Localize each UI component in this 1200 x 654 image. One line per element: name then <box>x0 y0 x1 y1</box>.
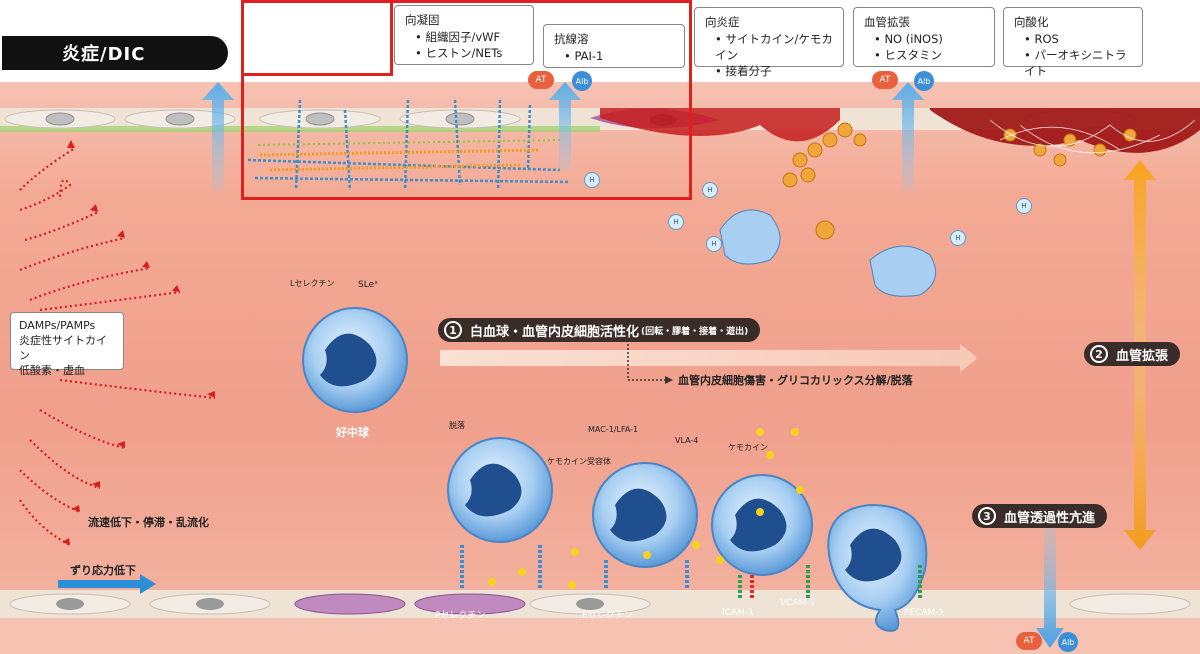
step-1-text: 白血球・血管内皮細胞活性化 <box>470 324 640 340</box>
box-procoagulant: 向凝固 • 組織因子/vWF • ヒストン/NETs <box>394 5 534 65</box>
box-antifibrinolysis: 抗線溶 • PAI-1 <box>543 24 685 68</box>
label-p-selectin: Pセレクチン <box>435 611 486 621</box>
neutrophil-rolling <box>447 437 553 543</box>
trigger-line: DAMPs/PAMPs <box>19 319 96 332</box>
box-procoagulant-heading: 向凝固 <box>405 13 440 27</box>
step-2-label: 2 血管拡張 <box>1084 342 1181 366</box>
platelet-aggregate <box>782 122 1137 240</box>
alb-badge: Alb <box>914 71 934 91</box>
label-mac1: MAC-1/LFA-1 <box>588 425 639 434</box>
step-1-result: 血管内皮細胞傷害・グリコカリックス分解/脱落 <box>678 374 913 387</box>
flow-note: 流速低下・停滞・乱流化 <box>88 516 209 529</box>
label-icam1: ICAM-1 <box>722 608 754 618</box>
hemorrhage <box>600 108 840 142</box>
box-prooxidant-item: • パーオキシニトライト <box>1024 48 1127 78</box>
step-3-text: 血管透過性亢進 <box>1004 510 1096 526</box>
histone-badge: H <box>702 182 718 198</box>
fibrin-mesh <box>247 99 571 191</box>
item-text: パーオキシニトライト <box>1024 48 1127 78</box>
histone-badge: H <box>950 230 966 246</box>
label-shedding: 脱落 <box>449 421 465 430</box>
label-neutrophil: 好中球 <box>336 426 369 439</box>
box-proinflammatory: 向炎症 • サイトカイン/ケモカイン • 接着分子 <box>694 7 844 78</box>
label-e-selectin: Eセレクチン <box>582 611 633 621</box>
alb-badge: Alb <box>1058 632 1078 652</box>
label-chemokine-receptor: ケモカイン受容体 <box>547 457 611 466</box>
at-badge: AT <box>872 71 898 89</box>
box-vasodilation: 血管拡張 • NO (iNOS) • ヒスタミン <box>853 7 995 67</box>
highlight-frame <box>241 0 692 200</box>
step-2-number: 2 <box>1090 345 1108 363</box>
box-antifibrinolysis-heading: 抗線溶 <box>554 32 589 46</box>
box-prooxidant-item: • ROS <box>1024 32 1059 46</box>
neutrophil-transmigrating <box>827 503 928 632</box>
item-text: ヒスタミン <box>884 48 942 62</box>
page-title: 炎症/DIC <box>2 36 228 70</box>
item-text: NO (iNOS) <box>884 32 943 46</box>
alb-badge: Alb <box>572 71 592 91</box>
shear-note: ずり応力低下 <box>70 564 136 577</box>
box-vasodilation-heading: 血管拡張 <box>864 15 910 29</box>
label-vla4: VLA-4 <box>675 436 699 445</box>
step-2-text: 血管拡張 <box>1116 348 1169 364</box>
trigger-box: DAMPs/PAMPs 炎症性サイトカイン 低酸素・虚血 <box>10 312 124 377</box>
box-proinflammatory-heading: 向炎症 <box>705 15 740 29</box>
shear-arrow <box>58 574 156 594</box>
efflux-arrow-1 <box>202 82 234 190</box>
adhesion-molecules <box>460 545 922 600</box>
step-1-number: 1 <box>444 321 462 339</box>
neutrophil-free <box>302 307 408 413</box>
label-slex: SLeˣ <box>358 280 379 290</box>
box-antifibrinolysis-item: • PAI-1 <box>564 49 604 63</box>
label-l-selectin: Lセレクチン <box>290 279 335 288</box>
box-vasodilation-item: • NO (iNOS) <box>874 32 943 46</box>
neutrophil-arrest <box>711 474 813 576</box>
box-procoagulant-item: • 組織因子/vWF <box>415 30 501 44</box>
step-1-label: 1 白血球・血管内皮細胞活性化 (回転・膠着・接着・遊出) <box>438 318 761 342</box>
histone-badge: H <box>584 172 600 188</box>
step-3-label: 3 血管透過性亢進 <box>972 504 1108 528</box>
at-badge: AT <box>528 71 554 89</box>
step-1-sub: (回転・膠着・接着・遊出) <box>641 326 749 337</box>
label-chemokine: ケモカイン <box>728 443 768 452</box>
efflux-arrow-3 <box>892 82 924 190</box>
activated-cells <box>719 209 937 297</box>
item-text: 組織因子/vWF <box>425 30 501 44</box>
neutrophil-adhering <box>592 462 698 568</box>
label-vcam1: VCAM-1 <box>780 598 816 608</box>
leak-arrow <box>1036 520 1064 648</box>
histone-badge: H <box>706 236 722 252</box>
step1-arrow <box>440 344 978 372</box>
box-proinflammatory-item: • サイトカイン/ケモカイン <box>715 32 833 62</box>
box-proinflammatory-item: • 接着分子 <box>715 64 772 78</box>
chemokine-dots <box>488 428 804 589</box>
at-badge: AT <box>1016 632 1042 650</box>
item-text: 接着分子 <box>725 64 772 78</box>
item-text: サイトカイン/ケモカイン <box>715 32 833 62</box>
box-vasodilation-item: • ヒスタミン <box>874 48 942 62</box>
trigger-line: 低酸素・虚血 <box>19 364 85 377</box>
trigger-line: 炎症性サイトカイン <box>19 334 107 362</box>
efflux-arrow-2 <box>549 82 581 170</box>
item-text: ヒストン/NETs <box>425 46 503 60</box>
step-3-number: 3 <box>978 507 996 525</box>
item-text: ROS <box>1034 32 1059 46</box>
histone-badge: H <box>668 214 684 230</box>
box-prooxidant: 向酸化 • ROS • パーオキシニトライト <box>1003 7 1143 78</box>
box-procoagulant-item: • ヒストン/NETs <box>415 46 503 60</box>
label-pecam1: PECAM-1 <box>904 608 945 618</box>
histone-badge: H <box>1016 198 1032 214</box>
box-prooxidant-heading: 向酸化 <box>1014 15 1049 29</box>
item-text: PAI-1 <box>574 49 604 63</box>
